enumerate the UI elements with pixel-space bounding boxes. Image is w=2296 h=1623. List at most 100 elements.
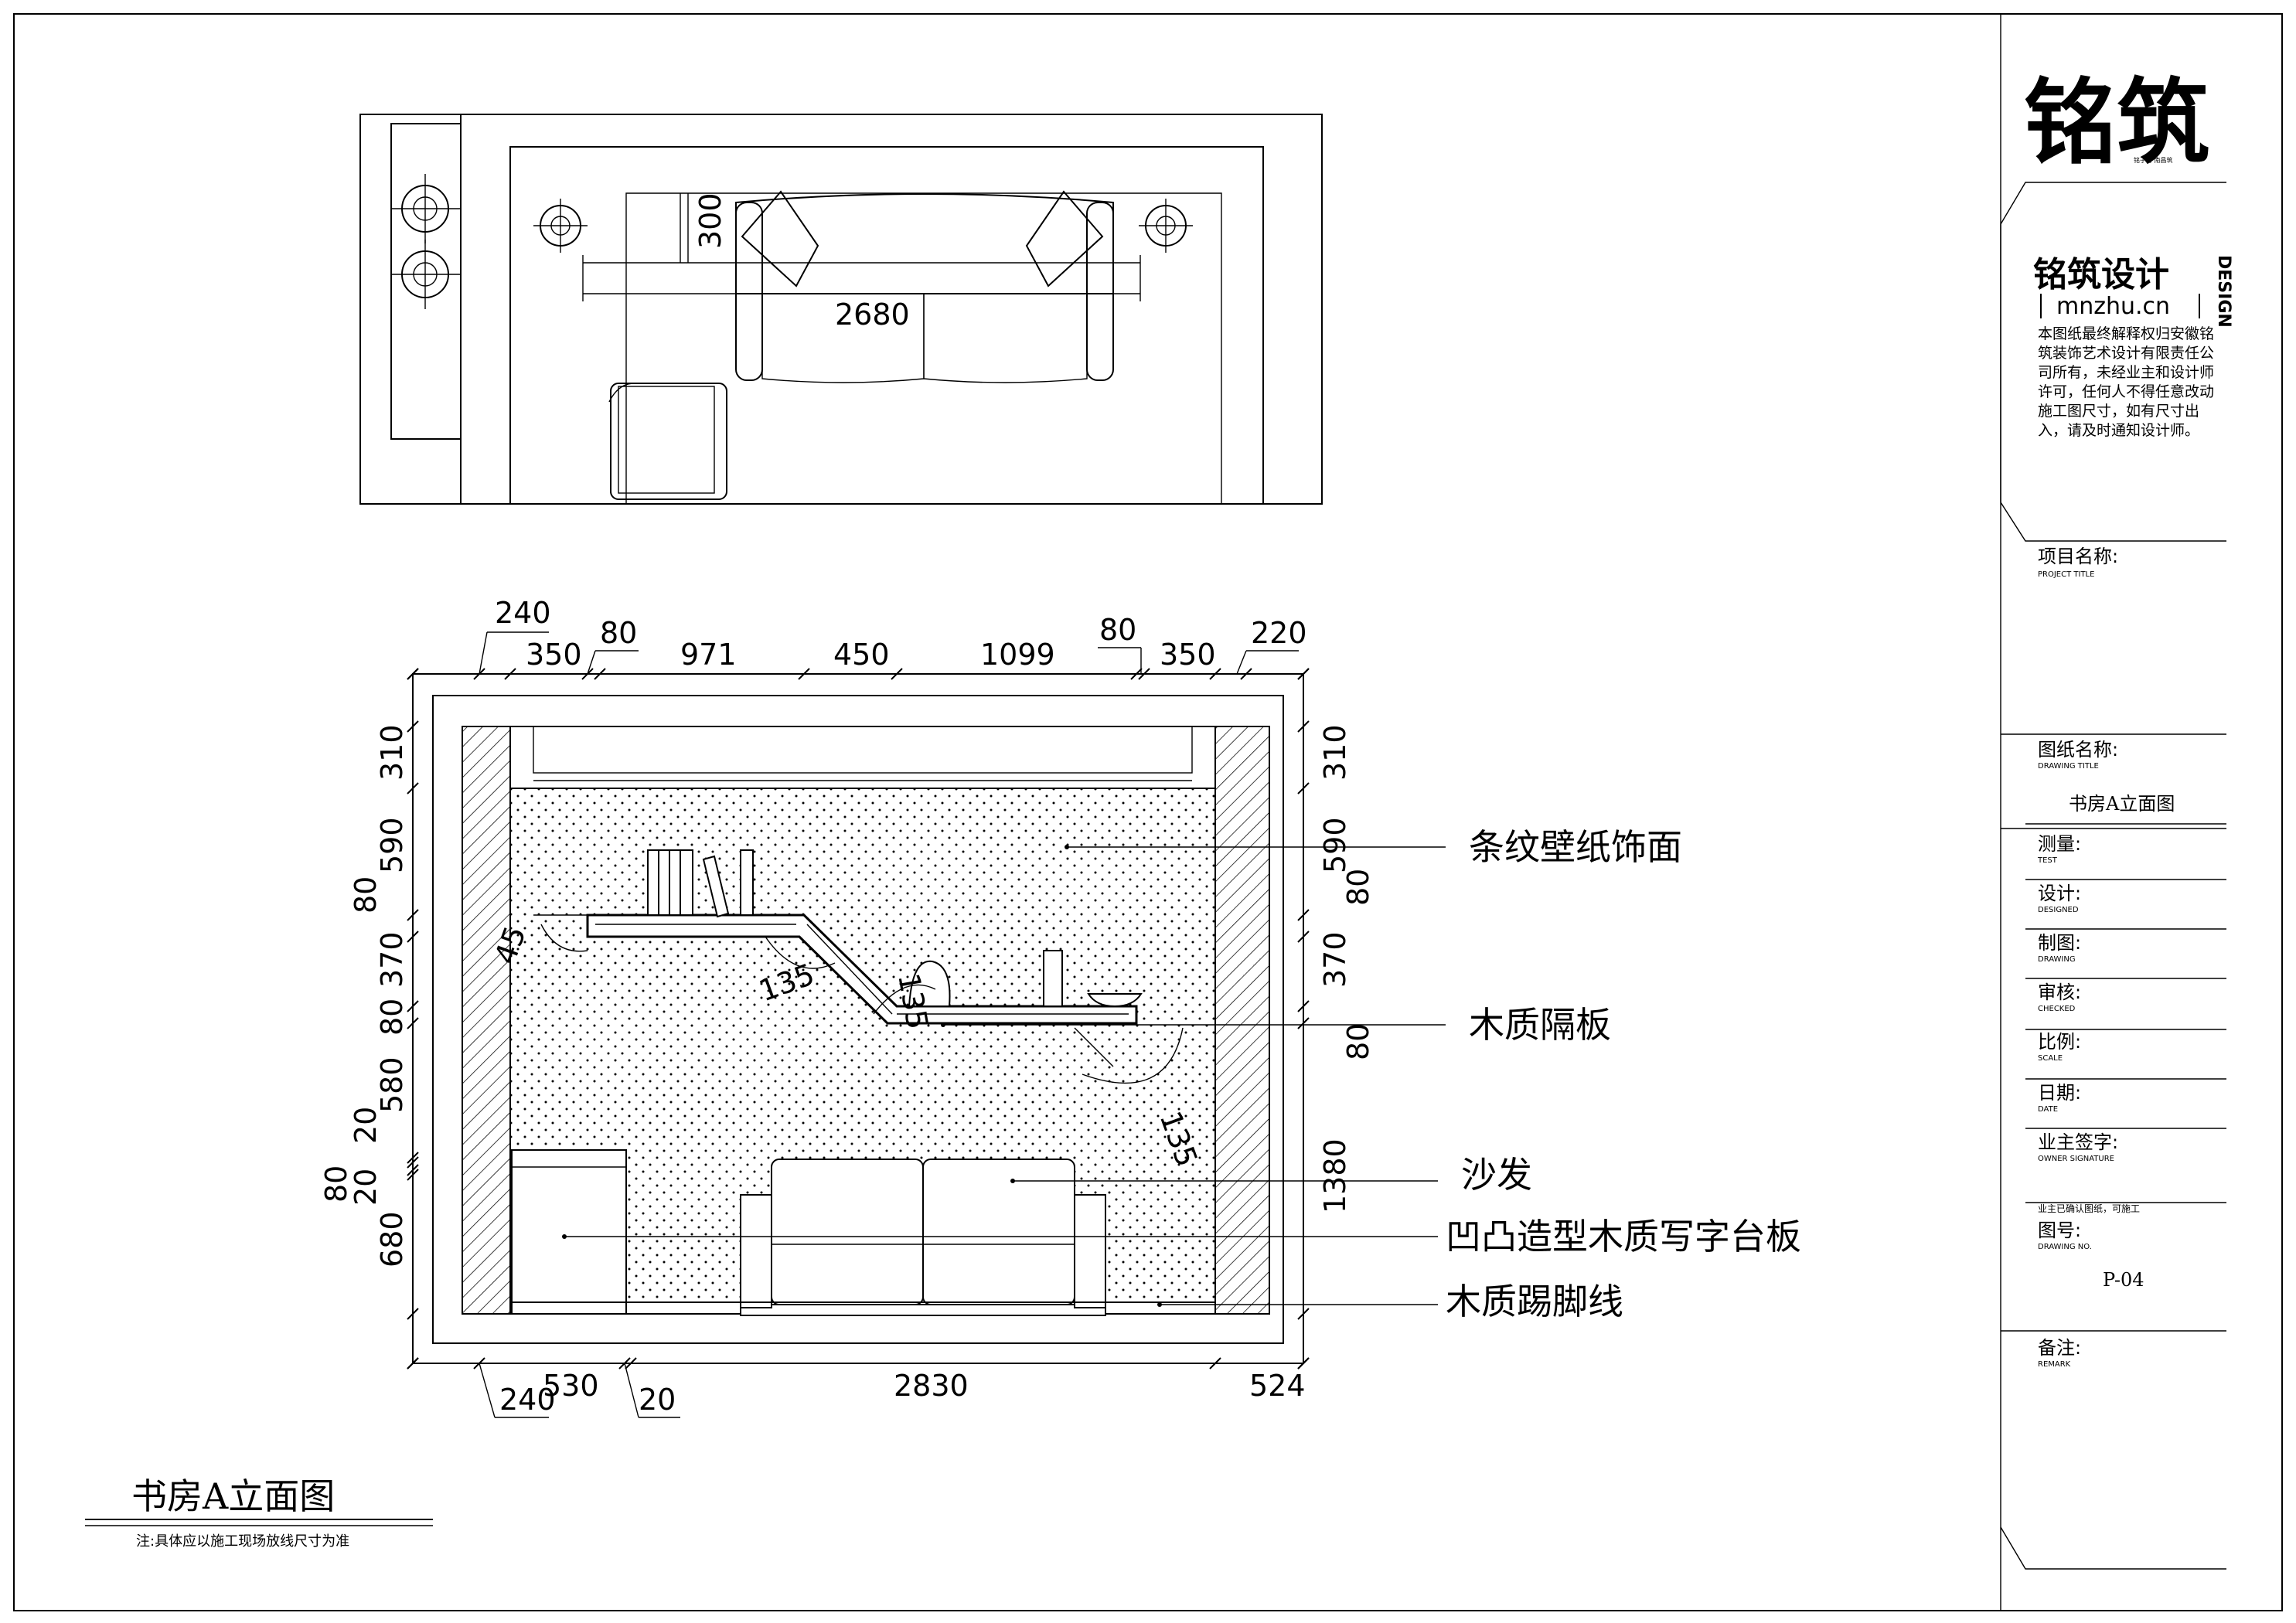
sheet-border: [13, 13, 2283, 1611]
brand-vertical-tag: DESIGN: [2214, 255, 2233, 328]
label-desk: 凹凸造型木质写字台板: [1446, 1216, 1801, 1257]
desk-cabinet: [511, 1149, 627, 1315]
dim-top: 80: [600, 616, 637, 650]
brand-name: 铭筑设计: [2033, 255, 2169, 294]
dim-left: 580: [375, 1056, 409, 1113]
wood-shelf: [586, 914, 1138, 1025]
dimension-tick: [1240, 668, 1252, 680]
dim-top: 220: [1251, 616, 1307, 650]
dim-right: 1380: [1318, 1138, 1352, 1213]
dim-bottom: 2830: [894, 1369, 969, 1403]
plan-dim-depth: 300: [693, 192, 727, 249]
tb-owner-sub: OWNER SIGNATURE: [2038, 1155, 2114, 1163]
dimension-tick: [1297, 931, 1310, 943]
tb-check-sub: CHECKED: [2038, 1005, 2076, 1013]
tb-drawing-sub: DRAWING TITLE: [2038, 762, 2099, 771]
tb-project-label: 项目名称:: [2038, 546, 2118, 567]
dimension-tick: [1297, 1000, 1310, 1012]
left-wall-hatch: [462, 726, 511, 1315]
tb-remark-sub: REMARK: [2038, 1360, 2071, 1369]
tb-survey-label: 测量:: [2038, 833, 2081, 855]
tb-project-sub: PROJECT TITLE: [2038, 570, 2094, 579]
dimension-tick: [504, 668, 516, 680]
dim-top: 350: [1160, 638, 1216, 672]
tb-drawing-no-value: P-04: [2103, 1269, 2144, 1291]
dim-right: 80: [1341, 869, 1375, 906]
tb-drawing-label: 图纸名称:: [2038, 739, 2118, 760]
tb-check-label: 审核:: [2038, 982, 2081, 1003]
dim-top: 350: [526, 638, 582, 672]
brand-website: mnzhu.cn: [2056, 293, 2170, 320]
tb-date-label: 日期:: [2038, 1082, 2081, 1104]
dimension-tick: [407, 1000, 419, 1012]
dimension-tick: [407, 1156, 419, 1169]
tb-owner-note: 业主已确认图纸，可施工: [2038, 1203, 2140, 1214]
tb-design-label: 设计:: [2038, 883, 2081, 904]
dimension-tick: [594, 668, 606, 680]
dim-left: 80: [349, 876, 383, 914]
tb-date-sub: DATE: [2038, 1105, 2058, 1114]
dimension-tick: [407, 1357, 419, 1370]
dimension-ticks: [407, 668, 1310, 1370]
dimension-tick: [407, 1164, 419, 1176]
tb-scale-label: 比例:: [2038, 1031, 2081, 1053]
tb-scale-sub: SCALE: [2038, 1054, 2063, 1063]
dimension-tick: [407, 931, 419, 943]
dimension-tick: [1297, 1017, 1310, 1029]
dim-left: 680: [375, 1211, 409, 1267]
caption-note: 注:具体应以施工现场放线尺寸为准: [136, 1533, 349, 1550]
dim-right: 370: [1318, 931, 1352, 988]
dimension-tick: [1297, 1308, 1310, 1320]
brand-copyright: 本图纸最终解释权归安徽铭筑装饰艺术设计有限责任公司所有，未经业主和设计师许可，任…: [2038, 325, 2215, 439]
brand-logo: 铭筑: [2024, 68, 2209, 177]
dimension-tick: [798, 668, 810, 680]
dim-bottom: 524: [1249, 1369, 1306, 1403]
dimension-tick: [407, 782, 419, 794]
books: [647, 849, 1143, 1008]
dim-bottom: 20: [639, 1383, 676, 1417]
tb-drawn-sub: DRAWING: [2038, 955, 2076, 964]
dimension-tick: [1297, 720, 1310, 733]
dimension-tick: [1138, 668, 1150, 680]
label-skirting: 木质踢脚线: [1446, 1281, 1623, 1322]
tb-design-sub: DESIGNED: [2038, 906, 2079, 914]
sofa-elevation: [740, 1159, 1106, 1316]
brand-logo-small: 铭子仑 南昌筑: [2134, 156, 2173, 164]
leaders: [562, 845, 1446, 1307]
dim-left: 590: [375, 817, 409, 873]
title-block: 铭筑 铭子仑 南昌筑 铭筑设计 DESIGN mnzhu.cn 本图纸最终解释权…: [2000, 68, 2233, 1570]
dimension-tick: [1297, 1357, 1310, 1370]
label-shelf: 木质隔板: [1469, 1004, 1611, 1046]
dim-top: 450: [833, 638, 890, 672]
right-wall-hatch: [1214, 726, 1270, 1315]
lamp-icon: [1139, 199, 1193, 253]
dim-left: 80: [319, 1165, 353, 1203]
dim-top: 1099: [980, 638, 1055, 672]
dim-right: 80: [1341, 1023, 1375, 1060]
elevation-view: 45 135 135 135: [412, 673, 1304, 1364]
dimension-tick: [891, 668, 903, 680]
dim-left: 370: [375, 931, 409, 988]
dimension-tick: [407, 1017, 419, 1029]
tb-drawing-no-sub: DRAWING NO.: [2038, 1243, 2092, 1251]
dimension-tick: [1297, 782, 1310, 794]
tb-remark-label: 备注:: [2038, 1337, 2081, 1359]
lamp-icon: [390, 174, 460, 243]
lamp-icon: [390, 240, 460, 309]
dimension-tick: [1297, 668, 1310, 680]
dimension-tick: [407, 1308, 419, 1320]
tb-drawing-no-label: 图号:: [2038, 1220, 2081, 1241]
tb-drawing-value: 书房A立面图: [2069, 793, 2175, 815]
armchair-plan: [608, 383, 727, 500]
dim-right: 310: [1318, 724, 1352, 781]
dim-left: 20: [349, 1107, 383, 1144]
dimension-tick: [1130, 668, 1143, 680]
dimension-tick: [407, 668, 419, 680]
plan-view: 300 2680: [359, 114, 1323, 505]
label-sofa: 沙发: [1461, 1154, 1532, 1196]
tb-owner-label: 业主签字:: [2038, 1131, 2118, 1153]
sofa-plan: [735, 190, 1114, 383]
dimension-tick: [1209, 668, 1221, 680]
dimension-tick: [1209, 1357, 1221, 1370]
plan-dim-width: 2680: [835, 298, 910, 332]
